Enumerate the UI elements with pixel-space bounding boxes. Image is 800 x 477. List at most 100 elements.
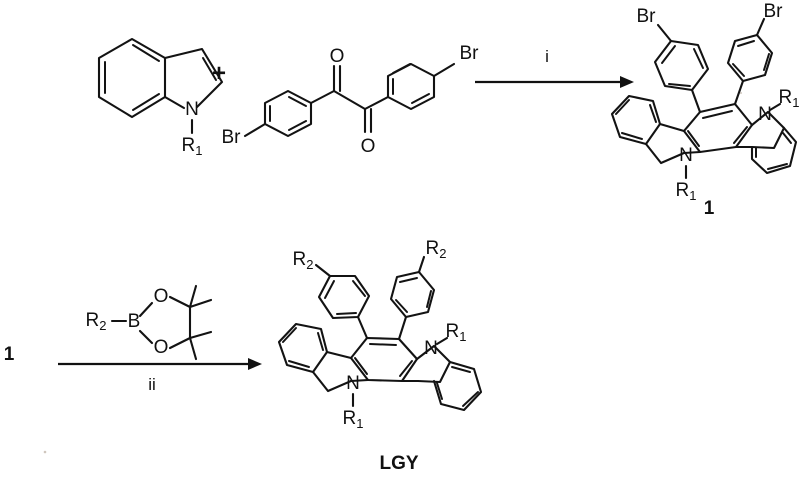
product1-right-aryl-core-bond: [733, 79, 745, 106]
product1-left-aryl-core-bond: [690, 88, 702, 114]
product1-left-nitrogen-label: N: [679, 145, 693, 166]
benzil-right-br-bond: [432, 62, 456, 78]
lgy-right-benzo-ring: [432, 360, 483, 412]
lgy-right-n-r1-bond: [435, 336, 449, 346]
lgy-rp-inner-1: [399, 277, 418, 283]
indole-r1-label: R1: [182, 135, 203, 158]
lgy-left-pyrrole-close: [349, 378, 370, 383]
lgy-rp-inner-3: [426, 290, 432, 308]
product1-right-nitrogen-label: N: [758, 104, 772, 125]
benzil-left-inner-3: [288, 120, 307, 131]
lgy-central-inner-1: [369, 343, 397, 346]
product1-right-br-bond: [755, 17, 766, 37]
product1-left-pyrrole-close: [682, 150, 702, 155]
lgy-central-inner-3: [354, 357, 368, 375]
lgy-left-r1-label: R1: [343, 408, 364, 431]
lgy-lp-inner-3: [352, 280, 366, 297]
product-lgy-label: LGY: [379, 453, 418, 474]
boronate-methyl-4: [188, 336, 198, 361]
product1-right-n-r1-bond: [768, 102, 782, 112]
product1-central-inner-3: [687, 130, 700, 147]
boronate-methyl-2: [188, 298, 213, 309]
benzil-left-c-to-co: [309, 89, 336, 105]
reactant-indole: N R1: [97, 37, 224, 158]
reaction-arrow-1: i: [475, 47, 634, 88]
lgy-left-aryl-core-bond: [356, 315, 369, 340]
condition-i-label: i: [545, 47, 549, 66]
lgy-right-r2-label: R2: [426, 238, 447, 261]
reactant-dibromobenzil: Br O O Br: [222, 43, 480, 157]
product1-right-bromine-label: Br: [764, 1, 784, 22]
product1-rbp-inner-2: [732, 63, 745, 77]
product1-central-inner-2: [733, 126, 748, 144]
right-arrow-icon: [248, 358, 262, 370]
product1-rb-inner-2: [767, 163, 788, 170]
product-lgy-structure: R2 R2 N R1 N: [277, 238, 483, 474]
boronate-dioxaborolane-backbone: [168, 295, 192, 350]
boronate-oxygen-lower-label: O: [154, 337, 169, 358]
lgy-lb-inner-1: [317, 332, 324, 351]
product1-central-inner-1: [702, 110, 733, 119]
right-arrow-icon: [620, 76, 634, 88]
product1-rb-inner-1: [782, 132, 792, 144]
product1-left-br-bond: [656, 23, 673, 43]
product1-lbp-inner-2: [668, 83, 691, 87]
indole-c2c3-inner: [202, 57, 217, 81]
product1-rbp-inner-1: [737, 40, 755, 47]
benzil-left-oxygen-label: O: [330, 46, 345, 67]
product1-lbp-inner-1: [661, 45, 676, 64]
lgy-lp-inner-1: [324, 280, 335, 299]
lgy-right-aryl-core-bond: [397, 315, 408, 341]
lgy-right-r2-bond: [417, 255, 426, 274]
indole-pyrrole-ring: [163, 47, 224, 109]
indole-benzene-inner-3: [132, 93, 160, 111]
scan-artifact-speck: [740, 92, 742, 94]
benzil-left-inner-2: [288, 96, 307, 107]
boronate-r2-label: R2: [86, 310, 107, 333]
lgy-rb-inner-1: [451, 366, 471, 373]
boronate-boron-label: B: [128, 311, 141, 332]
product1-left-benzo-ring: [610, 94, 662, 146]
boronate-b-o-upper-bond: [138, 301, 154, 318]
lgy-left-benzo-ring: [277, 322, 329, 374]
product1-left-r1-label: R1: [676, 180, 697, 203]
product1-lb-inner-1: [649, 104, 657, 123]
product1-lb-inner-3: [621, 132, 643, 140]
benzil-left-bromine-label: Br: [222, 127, 242, 148]
lgy-left-nitrogen-label: N: [346, 373, 360, 394]
lgy-rb-inner-2: [462, 391, 479, 407]
benzil-right-inner-2: [392, 63, 411, 74]
lgy-left-r2-label: R2: [293, 249, 314, 272]
reactant-1-reference-label: 1: [4, 344, 15, 365]
scan-artifact-speck: [43, 450, 47, 454]
boronate-methyl-3: [188, 330, 213, 340]
condition-ii-label: ii: [148, 375, 156, 394]
benzil-right-bromine-label: Br: [460, 43, 480, 64]
lgy-right-r1-label: R1: [446, 321, 467, 344]
lgy-lb-inner-3: [288, 360, 310, 368]
plus-sign: +: [212, 60, 226, 87]
product-1-structure: Br Br N R1 N R1: [610, 1, 800, 219]
benzil-right-inner-3: [411, 93, 430, 104]
indole-n-to-c7a: [163, 95, 186, 110]
lgy-central-inner-2: [399, 360, 413, 377]
boronate-oxygen-upper-label: O: [154, 286, 169, 307]
benzil-right-oxygen-label: O: [361, 136, 376, 157]
product-1-label: 1: [704, 198, 715, 219]
product1-lbp-inner-3: [693, 48, 704, 69]
product1-right-r1-label: R1: [779, 87, 800, 110]
reaction-arrow-2: ii: [58, 358, 262, 394]
lgy-left-r2-bond: [314, 263, 332, 278]
lgy-lp-inner-2: [336, 312, 357, 315]
product1-left-bromine-label: Br: [637, 6, 657, 27]
product1-rbp-inner-3: [763, 53, 770, 71]
reagent-pinacol-boronate: R2 B O O: [86, 284, 213, 361]
product1-right-benzo-ring: [750, 126, 798, 175]
boronate-b-o-lower-bond: [138, 329, 154, 345]
indole-benzene-inner-2: [132, 44, 160, 62]
lgy-rb-inner-3: [436, 382, 443, 400]
boronate-methyl-1: [188, 284, 198, 309]
